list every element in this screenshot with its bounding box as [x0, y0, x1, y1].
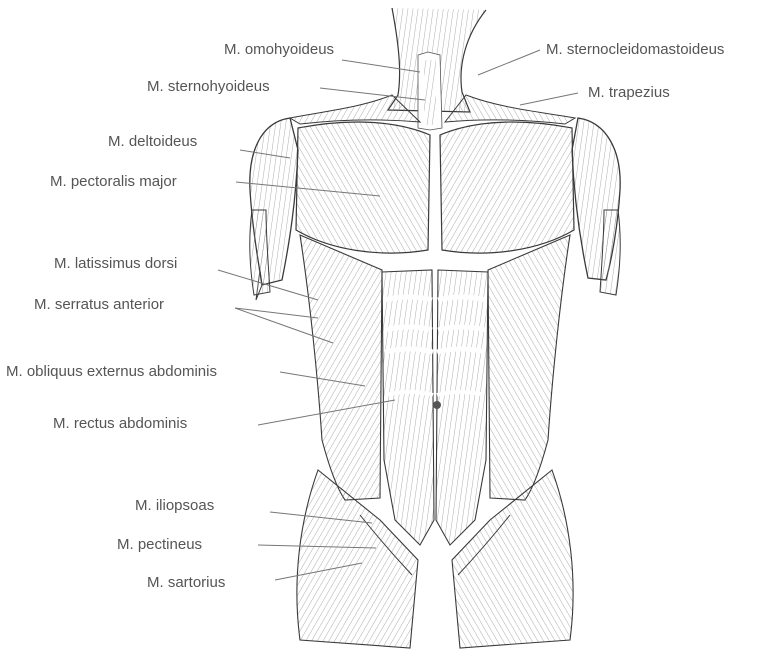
label-deltoideus: M. deltoideus — [108, 133, 197, 151]
navel-mark — [433, 401, 441, 409]
label-obliquus-externus-abdominis: M. obliquus externus abdominis — [6, 363, 217, 381]
label-trapezius: M. trapezius — [588, 84, 670, 102]
label-rectus-abdominis: M. rectus abdominis — [53, 415, 187, 433]
thigh-shapes — [297, 470, 573, 648]
label-sternocleidomastoideus: M. sternocleidomastoideus — [546, 41, 724, 59]
label-pectineus: M. pectineus — [117, 536, 202, 554]
label-omohyoideus: M. omohyoideus — [224, 41, 334, 59]
leader-sternocleidomastoideus — [478, 50, 540, 75]
label-pectoralis-major: M. pectoralis major — [50, 173, 177, 191]
leader-serratus-anterior-1 — [235, 308, 318, 318]
label-sartorius: M. sartorius — [147, 574, 225, 592]
rectus-abdominis-shape — [382, 270, 488, 545]
leader-trapezius — [520, 93, 578, 105]
label-sternohyoideus: M. sternohyoideus — [147, 78, 270, 96]
label-serratus-anterior: M. serratus anterior — [34, 296, 164, 314]
pectoral-shapes — [296, 122, 574, 253]
label-latissimus-dorsi: M. latissimus dorsi — [54, 255, 177, 273]
label-iliopsoas: M. iliopsoas — [135, 497, 214, 515]
torso-flanks — [300, 235, 570, 500]
